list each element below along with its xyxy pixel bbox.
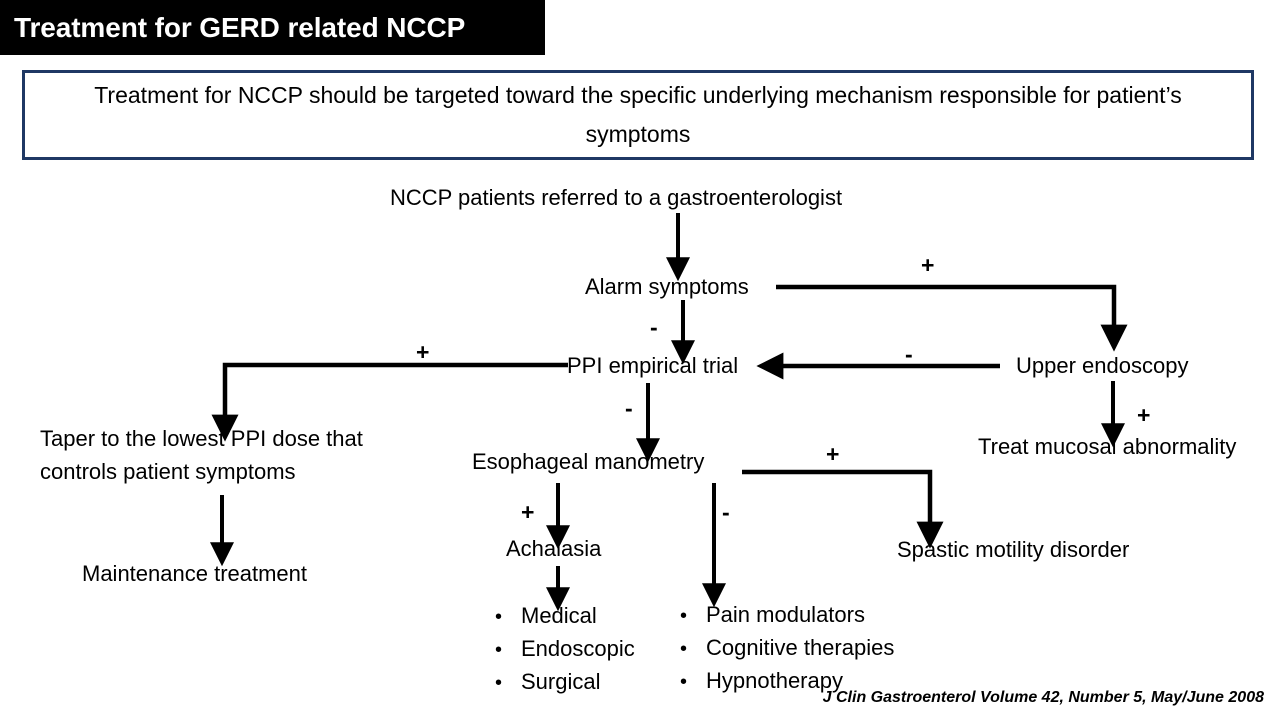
node-spastic-motility-disorder: Spastic motility disorder xyxy=(897,537,1130,562)
list-item-label: Endoscopic xyxy=(521,636,635,661)
node-treat-mucosal-abnormality: Treat mucosal abnormality xyxy=(978,434,1237,459)
sign-alarm-to-ppi: - xyxy=(650,314,658,340)
sign-alarm-to-endoscopy: + xyxy=(921,252,935,278)
sign-endoscopy-to-ppi: - xyxy=(905,341,913,367)
page-title: Treatment for GERD related NCCP xyxy=(14,11,466,43)
list-item: • Hypnotherapy xyxy=(680,665,894,698)
node-upper-endoscopy: Upper endoscopy xyxy=(1016,353,1189,378)
statement-text: Treatment for NCCP should be targeted to… xyxy=(94,82,1182,147)
list-item: • Cognitive therapies xyxy=(680,632,894,665)
bullet-icon: • xyxy=(495,606,503,628)
sign-ppi-to-taper: + xyxy=(416,339,430,365)
node-alarm-symptoms: Alarm symptoms xyxy=(585,274,749,299)
bullet-icon: • xyxy=(495,672,503,694)
node-esophageal-manometry: Esophageal manometry xyxy=(472,449,705,474)
list-item-label: Hypnotherapy xyxy=(706,668,843,693)
node-taper-ppi-dose: Taper to the lowest PPI dose that contro… xyxy=(40,426,363,484)
sign-manometry-to-achalasia: + xyxy=(521,499,535,525)
slide-title-banner: Treatment for GERD related NCCP xyxy=(0,0,545,55)
node-achalasia: Achalasia xyxy=(506,536,602,561)
edge-alarm-to-endoscopy xyxy=(776,284,1128,352)
source-citation: J Clin Gastroenterol Volume 42, Number 5… xyxy=(822,689,1264,706)
list-achalasia-treatments: • Medical • Endoscopic • Surgical xyxy=(495,600,635,699)
list-nonspecific-treatments: • Pain modulators • Cognitive therapies … xyxy=(680,599,894,698)
edge-manometry-to-spastic xyxy=(742,469,944,549)
list-item-label: Cognitive therapies xyxy=(706,635,895,660)
list-item-label: Pain modulators xyxy=(706,602,865,627)
sign-ppi-to-manometry: - xyxy=(625,395,633,421)
node-ppi-empirical-trial: PPI empirical trial xyxy=(567,353,739,378)
list-item-label: Surgical xyxy=(521,669,601,694)
list-item: • Endoscopic xyxy=(495,633,635,666)
sign-manometry-to-pain-list: - xyxy=(722,499,730,525)
statement-callout-box: Treatment for NCCP should be targeted to… xyxy=(22,70,1254,160)
list-item: • Surgical xyxy=(495,666,635,699)
bullet-icon: • xyxy=(680,605,688,627)
sign-endoscopy-to-mucosal: + xyxy=(1137,402,1151,428)
list-item: • Pain modulators xyxy=(680,599,894,632)
bullet-icon: • xyxy=(495,639,503,661)
bullet-icon: • xyxy=(680,671,688,693)
list-item-label: Medical xyxy=(521,603,597,628)
bullet-icon: • xyxy=(680,638,688,660)
list-item: • Medical xyxy=(495,600,635,633)
sign-manometry-to-spastic: + xyxy=(826,441,840,467)
node-nccp-patients-referred: NCCP patients referred to a gastroentero… xyxy=(390,185,843,210)
node-maintenance-treatment: Maintenance treatment xyxy=(82,561,308,586)
edge-ppi-to-taper xyxy=(211,362,568,442)
